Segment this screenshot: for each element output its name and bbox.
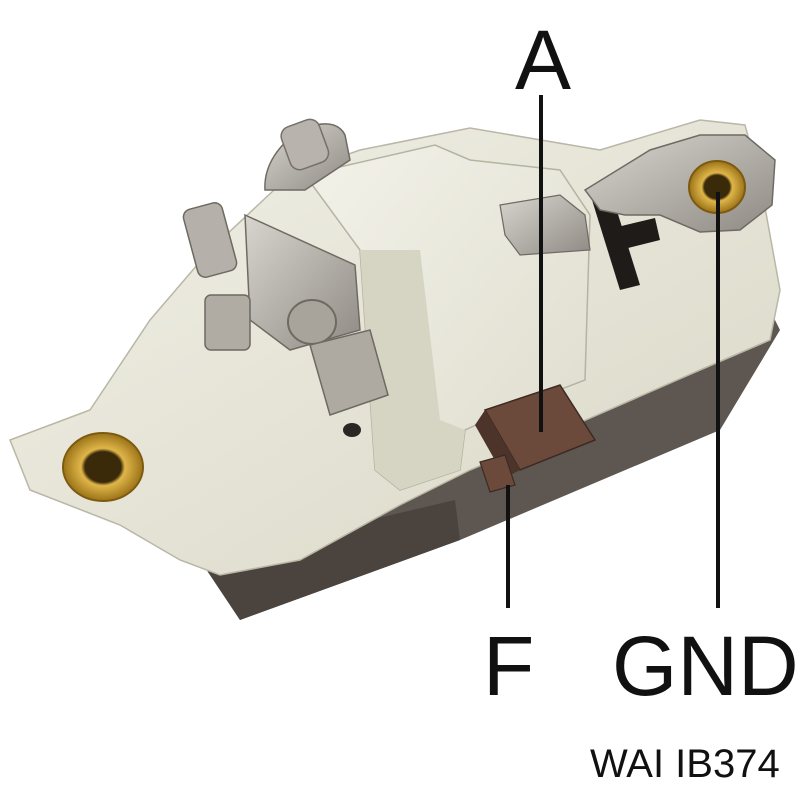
base-plate-edge: [200, 500, 460, 620]
front-screw: [309, 329, 389, 416]
top-screw: [280, 118, 330, 171]
terminal-label-gnd: GND: [612, 619, 799, 713]
slot-2: [605, 218, 660, 252]
f-terminal: [479, 454, 516, 493]
a-terminal-face: [475, 410, 520, 478]
left-nut: [204, 294, 251, 351]
part-caption: WAI IB374: [590, 742, 780, 786]
left-screw: [182, 202, 238, 278]
mount-eyelet: [62, 432, 144, 502]
terminal-label-f: F: [483, 619, 535, 713]
bracket-hole: [287, 299, 337, 345]
terminal-label-a: A: [515, 13, 572, 107]
small-hole: [343, 423, 361, 437]
raised-block-side: [360, 250, 465, 490]
contact-strip: [499, 194, 591, 256]
